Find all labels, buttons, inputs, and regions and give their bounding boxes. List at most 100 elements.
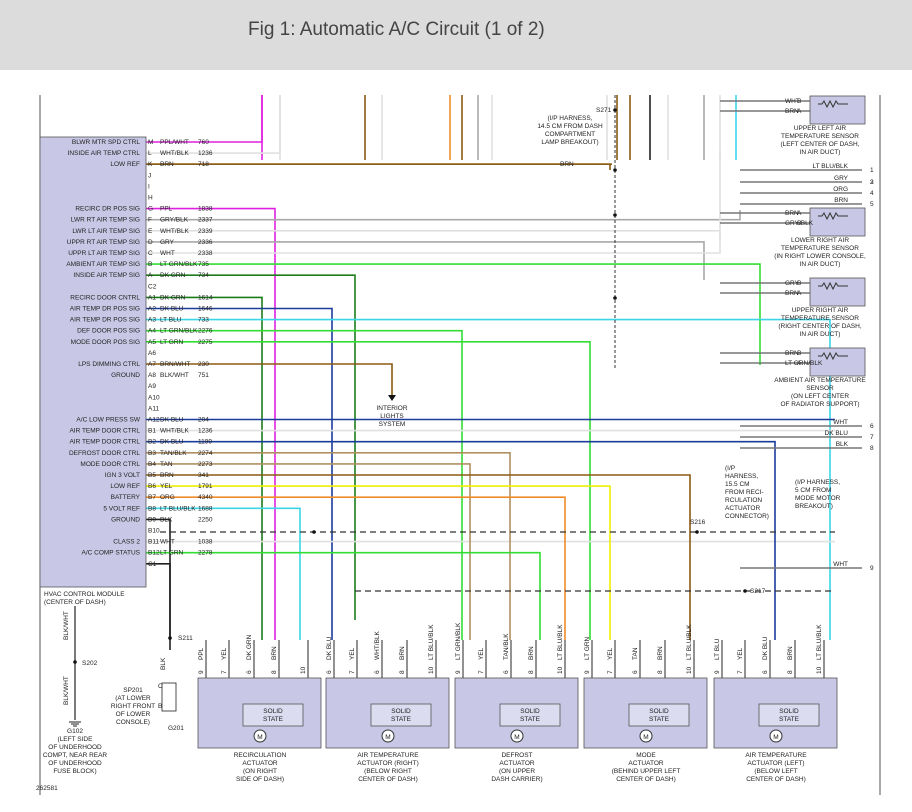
module-pin-id: D bbox=[148, 239, 153, 246]
solid-state-label: SOLID bbox=[779, 708, 799, 715]
actuator-pin-number: 10 bbox=[686, 666, 693, 674]
module-wire-color: DK GRN bbox=[160, 272, 186, 279]
module-circuit-number: 1614 bbox=[198, 294, 213, 301]
s217-note: (I/P HARNESS, bbox=[795, 479, 840, 486]
actuator-wire-label: BRN bbox=[787, 646, 794, 660]
actuator-solid-state-box bbox=[628, 703, 690, 727]
solid-state-label: SOLID bbox=[520, 708, 540, 715]
solid-state-label: SOLID bbox=[263, 708, 283, 715]
s216-note: RCULATION bbox=[725, 497, 762, 504]
module-circuit-number: 1038 bbox=[198, 539, 213, 546]
sensor-pin-label: A bbox=[797, 290, 802, 297]
module-pin-function: 5 VOLT REF bbox=[103, 505, 140, 512]
s271-note: COMPARTMENT bbox=[545, 131, 595, 138]
module-circuit-number: 735 bbox=[198, 261, 209, 268]
sensor-description: IN AIR DUCT) bbox=[800, 261, 841, 268]
module-wire-color: WHT bbox=[160, 539, 175, 546]
module-pin-id: A10 bbox=[148, 394, 160, 401]
module-wire-color: TAN/BLK bbox=[160, 450, 187, 457]
s271-sensor2-dot bbox=[613, 296, 617, 300]
motor-label: M bbox=[385, 734, 390, 741]
module-wire-color: ORG bbox=[160, 494, 175, 501]
module-pin-id: A4 bbox=[148, 328, 156, 335]
sensor-ambient bbox=[809, 347, 866, 377]
actuator-pin-number: 7 bbox=[221, 670, 228, 674]
sensor-description: IN AIR DUCT) bbox=[800, 331, 841, 338]
actuator-pin-number: 7 bbox=[349, 670, 356, 674]
motor-label: M bbox=[643, 734, 648, 741]
module-wire-A1 bbox=[146, 296, 263, 640]
module-pin-id: C1 bbox=[148, 561, 157, 568]
actuator-wire-label: YEL bbox=[607, 647, 614, 660]
module-pin-function: LOW REF bbox=[110, 483, 140, 490]
sp201-connector bbox=[161, 682, 177, 712]
motor-icon bbox=[769, 729, 783, 743]
sensor-description: OF RADIATOR SUPPORT) bbox=[780, 401, 859, 408]
module-wire-color: GRY bbox=[160, 239, 175, 246]
actuator-solid-state-box bbox=[758, 703, 820, 727]
s271-note: LAMP BREAKOUT) bbox=[541, 139, 598, 146]
module-wire-B8 bbox=[146, 507, 301, 640]
module-wire-color: LT GRN/BLK bbox=[160, 261, 198, 268]
s217-title: S217 bbox=[750, 588, 766, 595]
sensor-description: TEMPERATURE SENSOR bbox=[781, 245, 859, 252]
module-pin-function: LPS DIMMING CTRL bbox=[78, 361, 140, 368]
module-pin-id: B2 bbox=[148, 439, 156, 446]
sensor-description: UPPER RIGHT AIR bbox=[792, 307, 849, 314]
sensor-pin-label: B bbox=[797, 280, 801, 287]
module-pin-function: BLWR MTR SPD CTRL bbox=[72, 139, 141, 146]
sensor-wire-label: BRN bbox=[785, 350, 799, 357]
actuator-wire-label: BRN bbox=[528, 646, 535, 660]
module-wire-B3 bbox=[146, 451, 511, 640]
s271-title: S271 bbox=[596, 107, 612, 114]
module-wire-A bbox=[146, 274, 356, 620]
module-circuit-number: 751 bbox=[198, 372, 209, 379]
module-wire-color: BRN bbox=[160, 161, 174, 168]
actuator-wire-label: WHT/BLK bbox=[374, 630, 381, 660]
motor-label: M bbox=[514, 734, 519, 741]
module-pin-id: B11 bbox=[148, 539, 159, 546]
actuator-pin-number: 10 bbox=[428, 666, 435, 674]
module-wire-A2 bbox=[146, 307, 333, 640]
actuator-pin-number: 7 bbox=[478, 670, 485, 674]
actuator-wire-label: LT GRN/BLK bbox=[455, 622, 462, 660]
module-pin-function: LWR RT AIR TEMP SIG bbox=[71, 217, 140, 224]
module-wire-A5 bbox=[146, 340, 591, 640]
edge-wire-label: BLK bbox=[836, 441, 849, 448]
module-pin-function: AIR TEMP DR POS SIG bbox=[70, 317, 140, 324]
module-wire-K bbox=[146, 163, 611, 170]
module-wire-color: LT GRN bbox=[160, 550, 184, 557]
module-pin-id: B9 bbox=[148, 516, 156, 523]
actuator-pin-number: 6 bbox=[326, 670, 333, 674]
actuator-pin-number: 7 bbox=[607, 670, 614, 674]
module-wire-color: LT BLU/BLK bbox=[160, 505, 196, 512]
actuator-wire-label: LT BLU/BLK bbox=[686, 624, 693, 660]
actuator-pin-number: 7 bbox=[737, 670, 744, 674]
module-pin-function: MODE DOOR CTRL bbox=[80, 461, 140, 468]
module-circuit-number: 1646 bbox=[198, 306, 213, 313]
ground-wire bbox=[146, 562, 171, 650]
actuator-description: (ON RIGHT bbox=[243, 768, 277, 775]
module-wire-L bbox=[146, 95, 281, 154]
sensor-description: TEMPERATURE SENSOR bbox=[781, 315, 859, 322]
actuator-description: AIR TEMPERATURE bbox=[357, 752, 419, 759]
module-circuit-number: 760 bbox=[198, 139, 209, 146]
module-pin-function: A/C COMP STATUS bbox=[81, 550, 140, 557]
module-wire-color: WHT bbox=[160, 250, 175, 257]
actuator-description: MODE bbox=[636, 752, 656, 759]
actuator-pin-number: 9 bbox=[198, 670, 205, 674]
actuator-wire-label: LT BLU/BLK bbox=[816, 624, 823, 660]
module-wire-B4 bbox=[146, 463, 471, 640]
sp201-label: (AT LOWER bbox=[115, 695, 151, 702]
module-pin-function: AMBIENT AIR TEMP SIG bbox=[66, 261, 140, 268]
module-circuit-number: 2275 bbox=[198, 339, 213, 346]
sensor-wire-label: BRN bbox=[785, 108, 799, 115]
hvac-control-module bbox=[39, 136, 147, 588]
s216-note: ACTUATOR bbox=[725, 505, 760, 512]
module-pin-id: H bbox=[148, 195, 153, 202]
s217-note: 5 CM FROM bbox=[795, 487, 831, 494]
edge-wire-label: LT BLU/BLK bbox=[812, 163, 848, 170]
module-circuit-number: 4340 bbox=[198, 494, 213, 501]
s202-label: S202 bbox=[82, 660, 98, 667]
